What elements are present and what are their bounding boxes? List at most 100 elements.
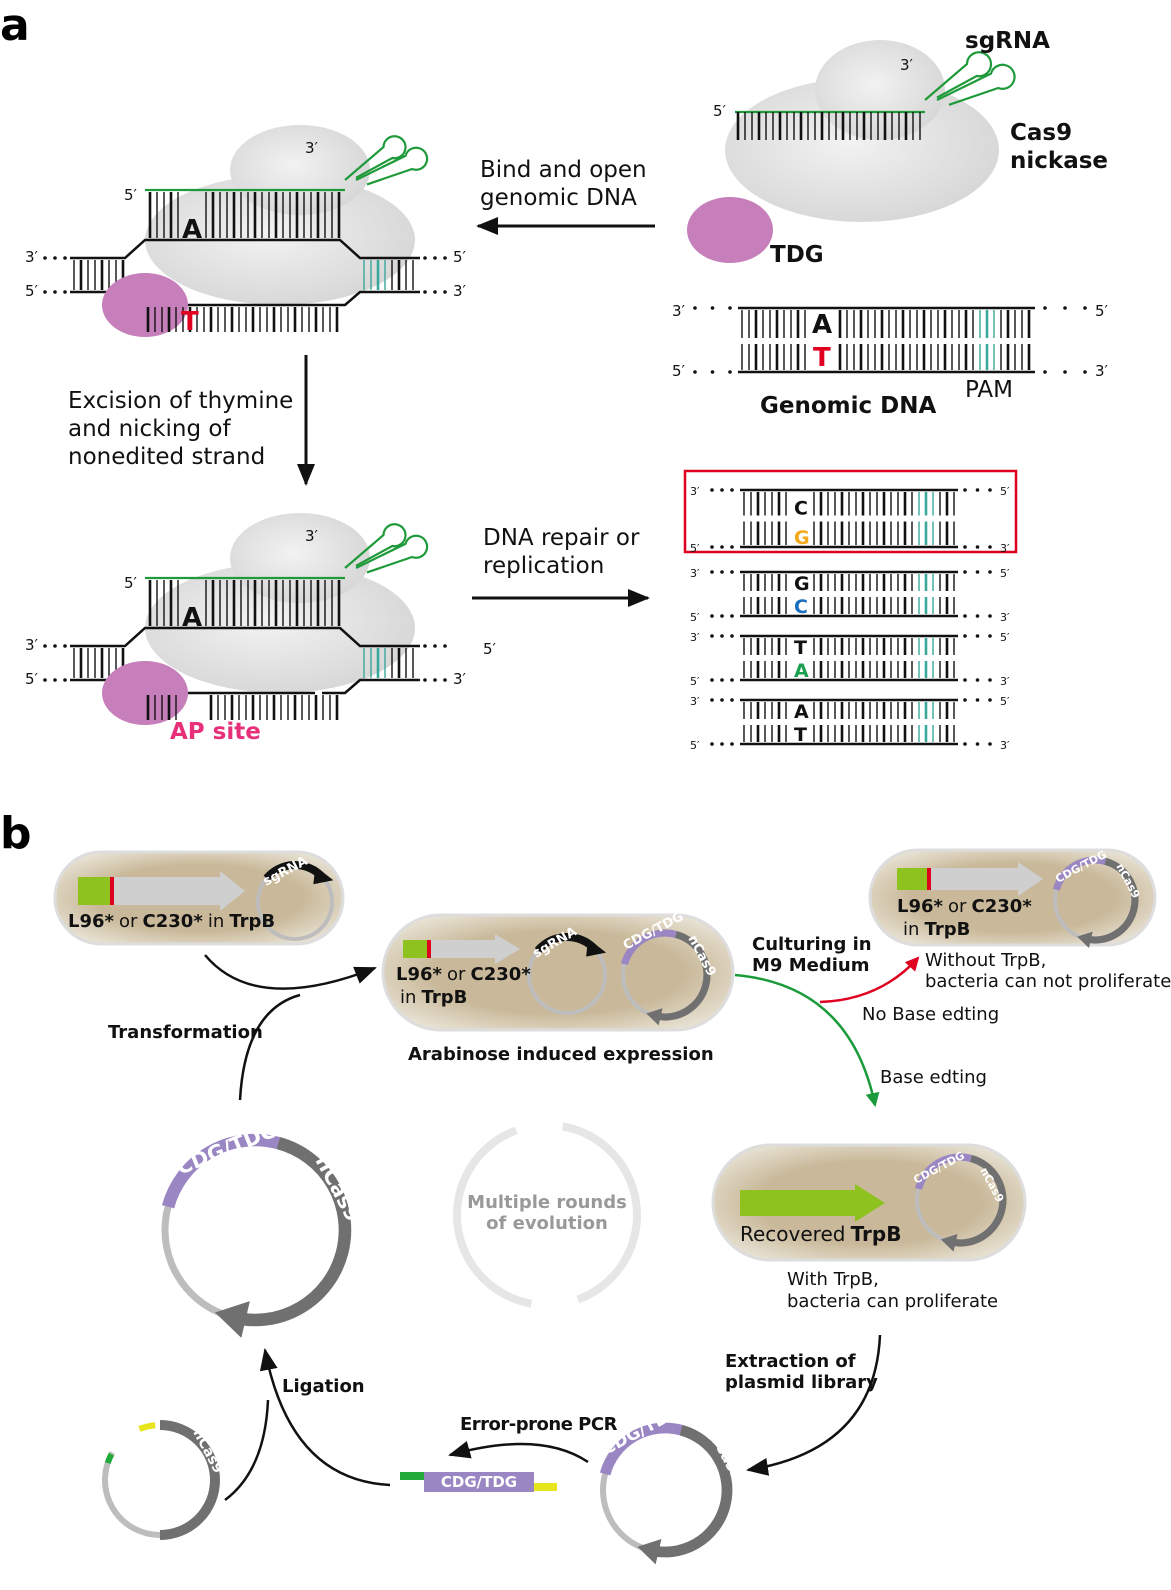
three-prime-label: 3′ [1095,362,1109,380]
step1-label: genomic DNA [480,185,637,211]
strand-end-dot [710,742,714,746]
overhang-green [104,1452,115,1464]
culturing-label: M9 Medium [752,955,869,976]
strand-end-dot [443,256,447,260]
strand-end-dot [975,678,980,682]
three-prime-label: 3′ [453,670,467,688]
strand-end-dot [720,698,724,702]
strand-end-dot [730,742,734,746]
strand-end-dot [693,370,697,374]
step1-label: Bind and open [480,157,647,183]
pcr-fragment-label: CDG/TDG [441,1473,517,1491]
highlight-box [683,469,1018,554]
outcome-bottom-base: A [794,660,809,682]
five-prime-label: 5′ [453,248,467,266]
cdg-tdg-gene [599,1422,683,1476]
ncas9-gene [947,1155,1006,1247]
cdg-tdg-gene [620,929,677,966]
end-label: 3′ [1000,611,1010,624]
ncas9-gene [653,930,711,1021]
strand-end-dot [423,678,427,682]
strand-end-dot [710,678,714,682]
outcome-top-base: G [794,573,810,595]
base-a: A [182,603,202,633]
cdg-tdg-gene [1052,856,1107,891]
tdg-protein [687,197,773,263]
strand-end-dot [975,742,980,746]
three-prime-label: 3′ [305,139,319,157]
end-label: 5′ [690,542,700,555]
trpb-start [78,877,110,905]
end-label: 5′ [690,675,700,688]
ncas9-gene [1083,857,1139,944]
nontarget-strand [322,678,420,695]
strand-end-dot [730,698,734,702]
outcome-top-base: C [794,498,808,520]
outcome-top-base: A [794,701,809,723]
multiple-rounds-label: of evolution [486,1213,608,1234]
sgrna-label: sgRNA [965,28,1050,54]
strand-end-dot [988,698,992,702]
strand-end-dot [1043,306,1047,310]
strand-end-dot [720,678,724,682]
sgrna-arrow [586,938,607,957]
cdg-tdg-gene [161,1133,280,1209]
strand-end-dot [975,570,980,574]
strand-end-dot [720,614,724,618]
strand-end-dot [1083,306,1087,310]
sgrna-hairpin [924,51,993,101]
with-trpb-label: bacteria can proliferate [787,1291,998,1312]
strand-end-dot [443,644,447,648]
stop-codon [110,877,114,905]
end-label: 5′ [1000,485,1010,498]
strand-end-dot [53,678,57,682]
strand-end-dot [43,290,47,294]
tdg-protein [102,273,188,337]
base-a: A [182,215,202,245]
end-label: 3′ [1000,542,1010,555]
target-strand [70,626,420,648]
overhang-yellow [138,1422,156,1432]
end-label: 5′ [1000,567,1010,580]
strand-end-dot [988,488,992,492]
outcome-bottom-base: C [794,596,808,618]
three-prime-label: 3′ [900,56,914,74]
strand-end-dot [988,545,992,549]
plasmid-direction-arrow [646,1008,663,1026]
step2-label: and nicking of [68,416,231,442]
three-prime-label: 3′ [672,302,686,320]
three-prime-label: 3′ [25,248,39,266]
cdg-tdg-gene [914,1153,973,1190]
pcr-arrow [448,1440,589,1464]
strand-end-dot [423,644,427,648]
panel-b-label: b [0,808,32,859]
strand-end-dot [710,698,714,702]
step2-label: nonedited strand [68,444,265,470]
three-prime-label: 3′ [25,636,39,654]
strand-end-dot [710,570,714,574]
strand-end-dot [988,614,992,618]
no-base-editing-label: No Base edting [862,1004,999,1025]
end-label: 3′ [690,567,700,580]
sgrna-arrow [313,866,334,885]
recovered-trpb-arrow [740,1184,885,1222]
end-label: 5′ [1000,631,1010,644]
strand-end-dot [988,634,992,638]
strand-end-dot [710,545,714,549]
three-prime-label: 3′ [453,282,467,300]
strand-end-dot [1083,370,1087,374]
cas9-dna-complex [43,125,447,337]
ncas9-label: nCas9 [189,1426,226,1476]
strand-end-dot [433,644,437,648]
strand-end-dot [43,256,47,260]
strand-end-dot [963,614,967,618]
outcome-bottom-base: G [794,527,810,549]
without-trpb-label: Without TrpB, [925,950,1046,971]
with-trpb-label: With TrpB, [787,1269,879,1290]
capsule3-mutation-label: L96* or C230* [897,896,1032,917]
cas9-protein [230,125,370,215]
genomic-dna-label: Genomic DNA [760,393,936,419]
transformation-arrow [238,993,301,1101]
five-prime-label: 5′ [124,186,138,204]
capsule1-mutation-label: L96* or C230* in TrpB [68,911,275,932]
